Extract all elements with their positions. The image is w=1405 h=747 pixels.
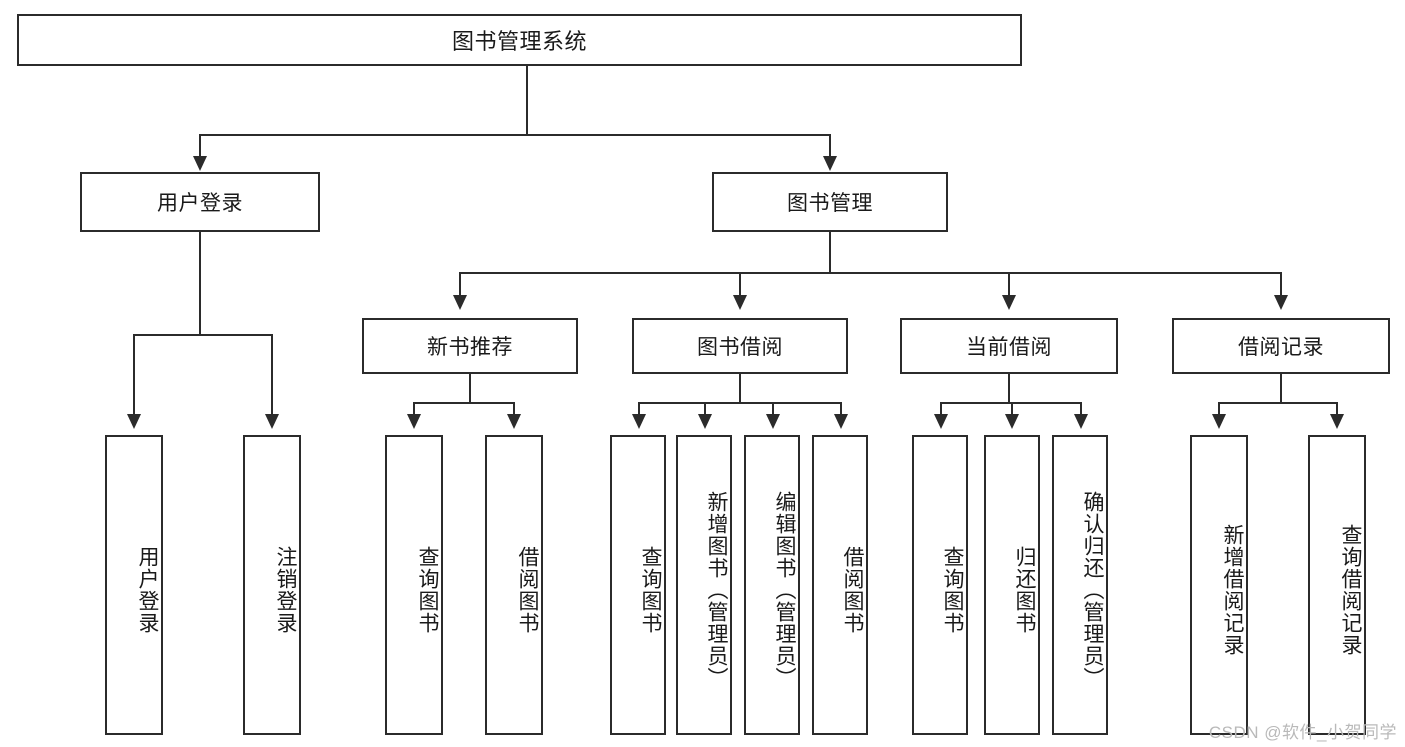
edge-root-bus — [199, 134, 831, 136]
arrowhead-leaf-query-book-3 — [934, 414, 948, 429]
edge-records-trunk — [1280, 374, 1282, 404]
node-label: 图书管理 — [787, 192, 873, 215]
node-current-borrow[interactable]: 当前借阅 — [900, 318, 1118, 374]
node-label: 图书借阅 — [697, 336, 783, 359]
leaf-label: 借阅图书 — [841, 546, 864, 634]
edge-records-bus — [1218, 402, 1337, 404]
edge-borrow-bus — [638, 402, 841, 404]
leaf-label: 新增借阅记录 — [1221, 524, 1244, 656]
edge-book-mgmt-bus — [459, 272, 1281, 274]
edge-book-mgmt-to-borrow — [739, 272, 741, 297]
leaf-logout[interactable]: 注销登录 — [243, 435, 301, 735]
leaf-label: 借阅图书 — [516, 546, 539, 634]
edge-user-login-to-leaf-2 — [271, 334, 273, 416]
leaf-query-book-borrow[interactable]: 查询图书 — [610, 435, 666, 735]
leaf-borrow-book-newbooks[interactable]: 借阅图书 — [485, 435, 543, 735]
arrowhead-leaf-add-record — [1212, 414, 1226, 429]
arrowhead-leaf-query-book-2 — [632, 414, 646, 429]
node-label: 用户登录 — [157, 192, 243, 215]
arrowhead-borrow — [733, 295, 747, 310]
leaf-label: 注销登录 — [274, 546, 297, 634]
edge-records-to-leaf-1 — [1218, 402, 1220, 416]
leaf-edit-book-admin[interactable]: 编辑图书（管理员） — [744, 435, 800, 735]
leaf-user-login[interactable]: 用户登录 — [105, 435, 163, 735]
node-new-book-recommend[interactable]: 新书推荐 — [362, 318, 578, 374]
edge-root-to-book-mgmt — [829, 134, 831, 159]
edge-records-to-leaf-2 — [1336, 402, 1338, 416]
edge-user-login-bus — [133, 334, 272, 336]
node-user-login[interactable]: 用户登录 — [80, 172, 320, 232]
edge-borrow-to-leaf-2 — [704, 402, 706, 416]
leaf-label: 查询借阅记录 — [1339, 524, 1362, 656]
node-root-system[interactable]: 图书管理系统 — [17, 14, 1022, 66]
leaf-label: 用户登录 — [136, 546, 159, 634]
leaf-label: 归还图书 — [1013, 546, 1036, 634]
arrowhead-leaf-user-login — [127, 414, 141, 429]
edge-user-login-to-leaf-1 — [133, 334, 135, 416]
edge-root-to-user-login — [199, 134, 201, 159]
arrowhead-leaf-borrow-book-2 — [834, 414, 848, 429]
edge-borrow-to-leaf-3 — [772, 402, 774, 416]
edge-borrow-to-leaf-1 — [638, 402, 640, 416]
leaf-add-book-admin[interactable]: 新增图书（管理员） — [676, 435, 732, 735]
node-borrow-records[interactable]: 借阅记录 — [1172, 318, 1390, 374]
edge-current-bus — [940, 402, 1081, 404]
edge-book-mgmt-to-new-books — [459, 272, 461, 297]
leaf-query-book-newbooks[interactable]: 查询图书 — [385, 435, 443, 735]
arrowhead-new-books — [453, 295, 467, 310]
leaf-label: 新增图书（管理员） — [705, 491, 728, 689]
arrowhead-user-login — [193, 156, 207, 171]
edge-book-mgmt-to-current — [1008, 272, 1010, 297]
arrowhead-leaf-borrow-book-1 — [507, 414, 521, 429]
arrowhead-leaf-logout — [265, 414, 279, 429]
node-label: 新书推荐 — [427, 336, 513, 359]
leaf-return-book[interactable]: 归还图书 — [984, 435, 1040, 735]
leaf-label: 查询图书 — [941, 546, 964, 634]
arrowhead-book-mgmt — [823, 156, 837, 171]
node-label: 当前借阅 — [966, 336, 1052, 359]
node-label: 借阅记录 — [1238, 336, 1324, 359]
watermark-text: CSDN @软件_小贺同学 — [1208, 723, 1397, 742]
node-book-borrow[interactable]: 图书借阅 — [632, 318, 848, 374]
edge-root-trunk — [526, 66, 528, 136]
node-label: 图书管理系统 — [451, 29, 587, 54]
arrowhead-leaf-add-book — [698, 414, 712, 429]
node-book-management[interactable]: 图书管理 — [712, 172, 948, 232]
edge-new-books-trunk — [469, 374, 471, 404]
edge-new-books-bus — [413, 402, 513, 404]
leaf-add-borrow-record[interactable]: 新增借阅记录 — [1190, 435, 1248, 735]
arrowhead-current — [1002, 295, 1016, 310]
leaf-confirm-return-admin[interactable]: 确认归还（管理员） — [1052, 435, 1108, 735]
arrowhead-leaf-return-book — [1005, 414, 1019, 429]
leaf-label: 查询图书 — [416, 546, 439, 634]
edge-borrow-trunk — [739, 374, 741, 404]
edge-new-books-to-leaf-1 — [413, 402, 415, 416]
edge-new-books-to-leaf-2 — [513, 402, 515, 416]
edge-current-trunk — [1008, 374, 1010, 404]
edge-current-to-leaf-2 — [1011, 402, 1013, 416]
arrowhead-leaf-confirm-return — [1074, 414, 1088, 429]
edge-current-to-leaf-3 — [1080, 402, 1082, 416]
leaf-borrow-book-borrow[interactable]: 借阅图书 — [812, 435, 868, 735]
edge-user-login-trunk — [199, 232, 201, 336]
leaf-query-borrow-record[interactable]: 查询借阅记录 — [1308, 435, 1366, 735]
arrowhead-records — [1274, 295, 1288, 310]
edge-book-mgmt-trunk — [829, 232, 831, 274]
edge-borrow-to-leaf-4 — [840, 402, 842, 416]
arrowhead-leaf-query-book-1 — [407, 414, 421, 429]
leaf-query-book-current[interactable]: 查询图书 — [912, 435, 968, 735]
arrowhead-leaf-edit-book — [766, 414, 780, 429]
arrowhead-leaf-query-record — [1330, 414, 1344, 429]
leaf-label: 查询图书 — [639, 546, 662, 634]
edge-book-mgmt-to-records — [1280, 272, 1282, 297]
edge-current-to-leaf-1 — [940, 402, 942, 416]
leaf-label: 编辑图书（管理员） — [773, 491, 796, 689]
leaf-label: 确认归还（管理员） — [1081, 491, 1104, 689]
